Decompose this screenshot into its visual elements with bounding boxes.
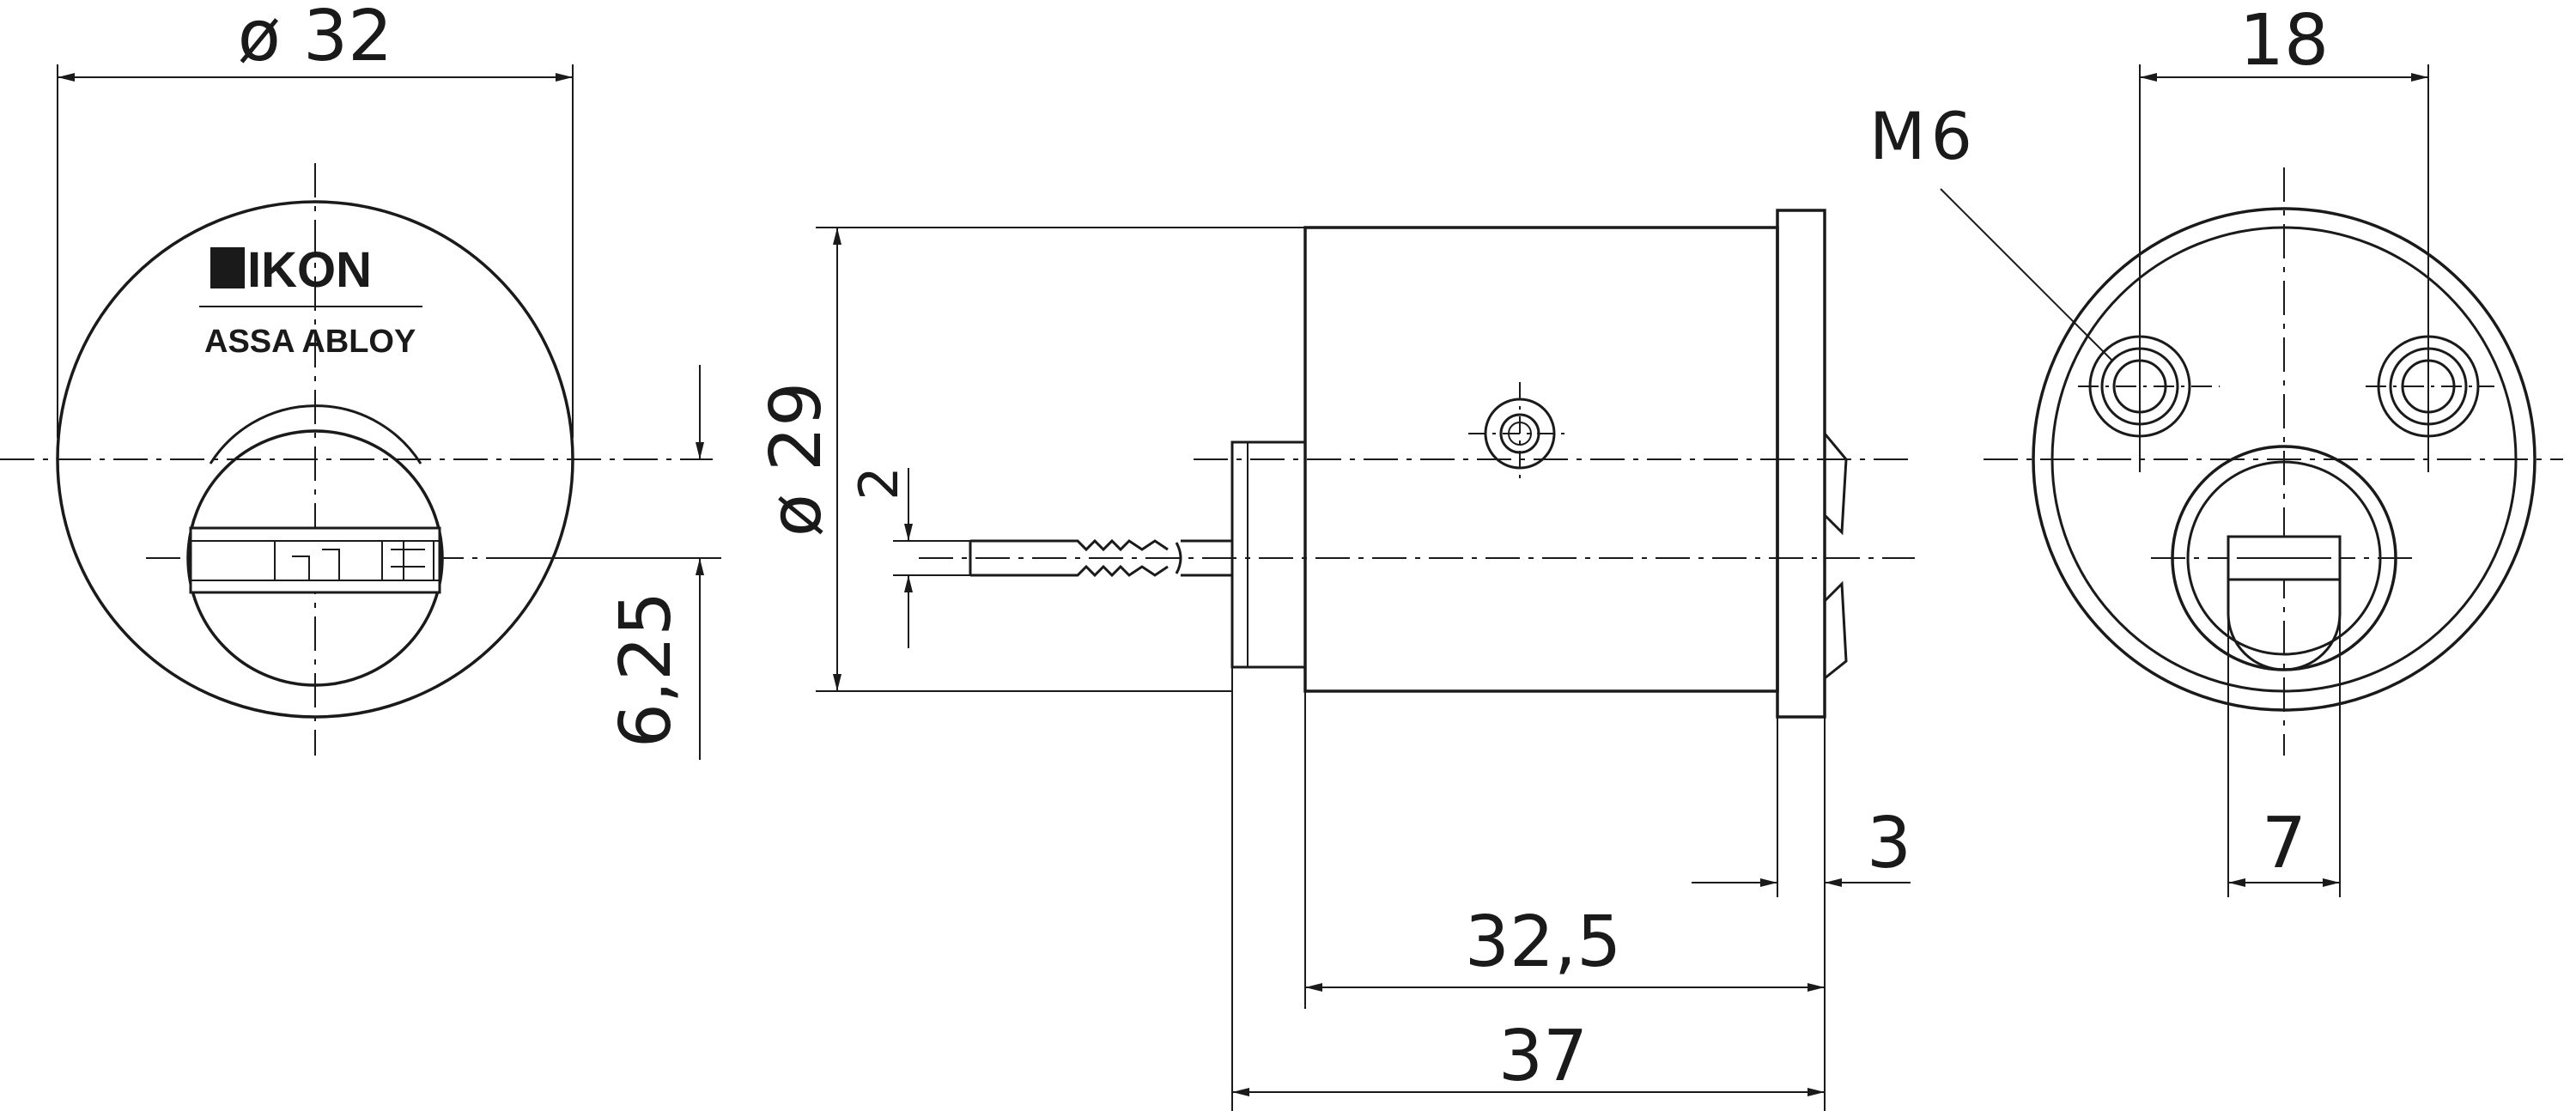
side-cam-lug-upper [1823, 433, 1848, 536]
side-screw [1468, 382, 1571, 485]
label-thread-size: M6 [1869, 98, 1978, 174]
label-tail-thickness: 2 [848, 466, 910, 500]
dim-screw-spacing [2139, 64, 2429, 472]
dim-thread-leader [1940, 188, 2113, 361]
label-total-length: 37 [1498, 1016, 1588, 1097]
front-view: Z IKON ASSA ABLOY [0, 64, 721, 760]
logo-brand-mark: Z [217, 253, 238, 291]
dim-flange-thickness [1692, 717, 1911, 897]
dim-front-diameter [57, 64, 574, 438]
label-front-diameter: ø 32 [238, 0, 393, 77]
rear-thread-hole-right [2366, 322, 2494, 472]
label-cam-width: 7 [2262, 803, 2306, 884]
dim-body-length [1304, 691, 1826, 1111]
label-tail-offset: 6,25 [605, 592, 687, 749]
label-body-diameter: ø 29 [756, 382, 837, 537]
rear-view [1940, 64, 2563, 897]
dim-tail-thickness [893, 468, 970, 648]
rear-inner-circle [2050, 226, 2518, 693]
ikon-logo-icon [210, 247, 245, 288]
front-plug-circle [186, 429, 444, 687]
logo-brand: IKON [247, 242, 372, 298]
front-keyway [189, 526, 441, 594]
ikon-logo: Z IKON ASSA ABLOY [199, 242, 422, 360]
front-housing-circle [56, 200, 574, 719]
rear-thread-hole-left [2078, 322, 2220, 472]
front-plug [186, 404, 444, 687]
side-view [816, 209, 1915, 1111]
logo-subtitle: ASSA ABLOY [204, 324, 416, 360]
label-flange-thickness: 3 [1867, 803, 1911, 884]
dim-body-diameter [816, 227, 1305, 692]
dim-tail-offset [515, 365, 721, 760]
side-cam-lug-lower [1823, 580, 1848, 680]
dim-cam-width [2227, 614, 2341, 897]
dim-total-length [1231, 667, 1825, 1111]
side-flange [1776, 209, 1826, 719]
rear-cam [2171, 445, 2397, 671]
label-screw-spacing: 18 [2239, 0, 2329, 82]
side-tail-bar [969, 538, 1169, 578]
rear-housing-circle [2032, 207, 2537, 712]
label-body-length: 32,5 [1465, 902, 1622, 983]
side-hub [1230, 440, 1307, 669]
